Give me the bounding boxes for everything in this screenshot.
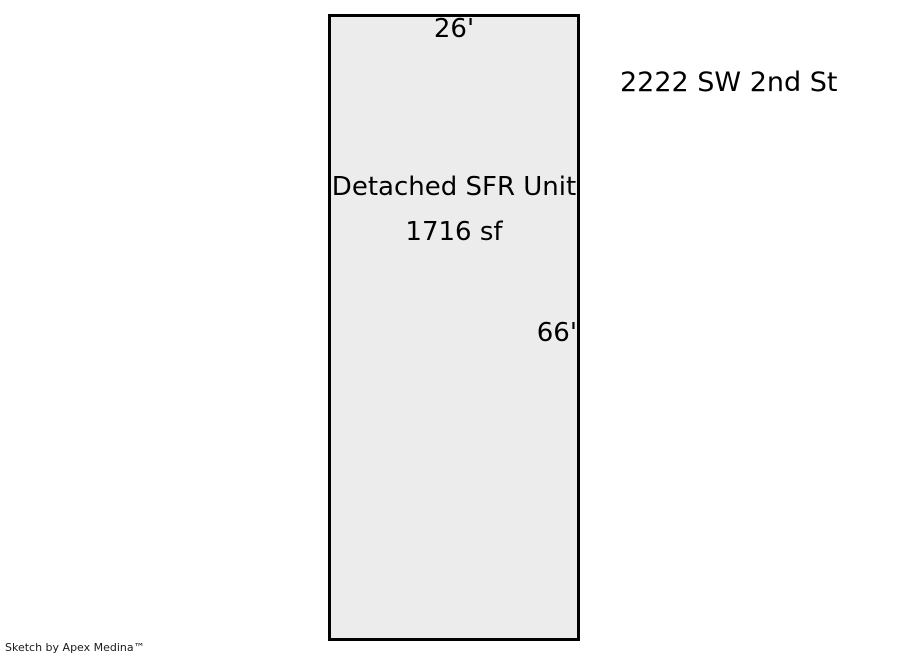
unit-type-label: Detached SFR Unit	[331, 172, 577, 202]
property-address: 2222 SW 2nd St	[620, 67, 838, 98]
unit-area-label: 1716 sf	[405, 217, 503, 247]
unit-footprint-outline	[328, 14, 580, 641]
width-dimension-label: 26'	[433, 14, 475, 44]
sketch-attribution: Sketch by Apex Medina™	[5, 641, 145, 654]
depth-dimension-label: 66'	[536, 318, 577, 348]
